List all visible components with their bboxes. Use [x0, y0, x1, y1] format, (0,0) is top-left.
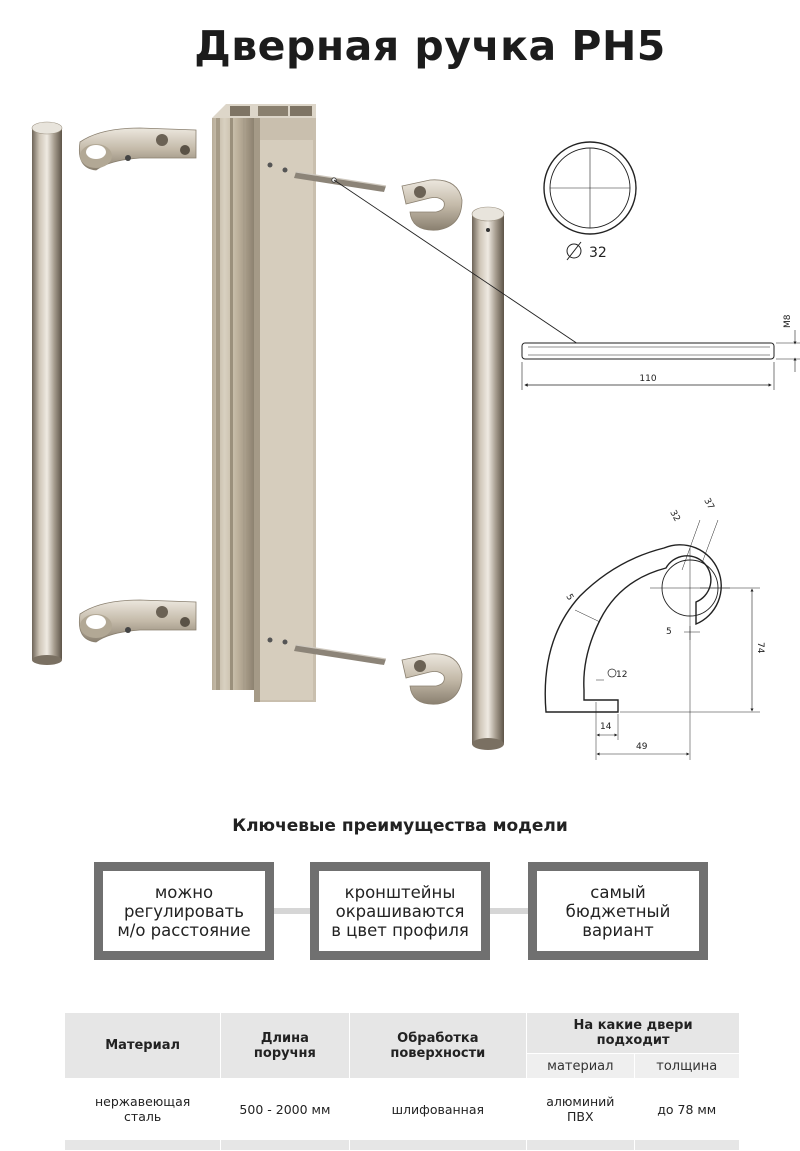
pin-detail: 110 M8 — [521, 314, 800, 390]
product-drawing: 32 110 M8 32 37 5 5 12 14 — [31, 104, 800, 760]
pin-length-label: 110 — [639, 374, 656, 384]
page-title: Дверная ручка PH5 — [194, 22, 666, 70]
diameter-section: 32 — [543, 141, 637, 261]
cell-door-material: алюминий ПВХ — [526, 1078, 635, 1140]
features-heading: Ключевые преимущества модели — [232, 816, 568, 836]
feature-box-budget: самый бюджетный вариант — [528, 862, 708, 960]
inner-diameter-label: 32 — [667, 509, 681, 524]
cell-door-thickness: до 78 мм — [633, 1078, 740, 1140]
cell-material: нержавеющая сталь — [63, 1078, 222, 1140]
header-door-thickness: толщина — [633, 1053, 740, 1079]
header-doors: На какие двери подходит — [526, 1012, 740, 1054]
handle-rod-left — [31, 121, 63, 665]
bracket-lower-left — [78, 599, 197, 643]
outer-diameter-label: 37 — [701, 497, 715, 512]
offset-label: 14 — [600, 722, 612, 732]
cell-length: 500 - 2000 мм — [220, 1078, 350, 1140]
bracket-lower-right — [401, 653, 463, 705]
bracket-detail: 32 37 5 5 12 14 49 74 — [544, 497, 765, 760]
table-row: нержавеющая сталь 500 - 2000 мм шлифован… — [63, 1078, 740, 1140]
bracket-upper-right — [401, 179, 463, 231]
depth-label: 49 — [636, 742, 648, 752]
door-profile — [212, 104, 316, 702]
table-row-filler — [63, 1139, 740, 1151]
pin-thread-label: M8 — [783, 314, 793, 328]
cell-finish: шлифованная — [348, 1078, 528, 1140]
diameter-label: 32 — [589, 245, 607, 261]
height-label: 74 — [755, 642, 765, 654]
header-material: Материал — [63, 1012, 222, 1079]
slot-width-label: 5 — [666, 627, 672, 637]
hole-diameter-label: 12 — [616, 670, 627, 680]
bracket-upper-left — [78, 127, 197, 171]
wall-thickness-label: 5 — [563, 593, 575, 603]
handle-rod-right — [471, 206, 505, 750]
header-finish: Обработка поверхности — [348, 1012, 528, 1079]
feature-box-painted-brackets: кронштейны окрашиваются в цвет профиля — [310, 862, 490, 960]
leader-line — [333, 179, 579, 345]
header-length: Длина поручня — [220, 1012, 350, 1079]
pin-lower — [294, 644, 387, 665]
feature-box-adjustable: можно регулировать м/о расстояние — [94, 862, 274, 960]
header-door-material: материал — [526, 1053, 635, 1079]
spec-table: Материал Длина поручня Обработка поверхн… — [63, 1012, 740, 1151]
